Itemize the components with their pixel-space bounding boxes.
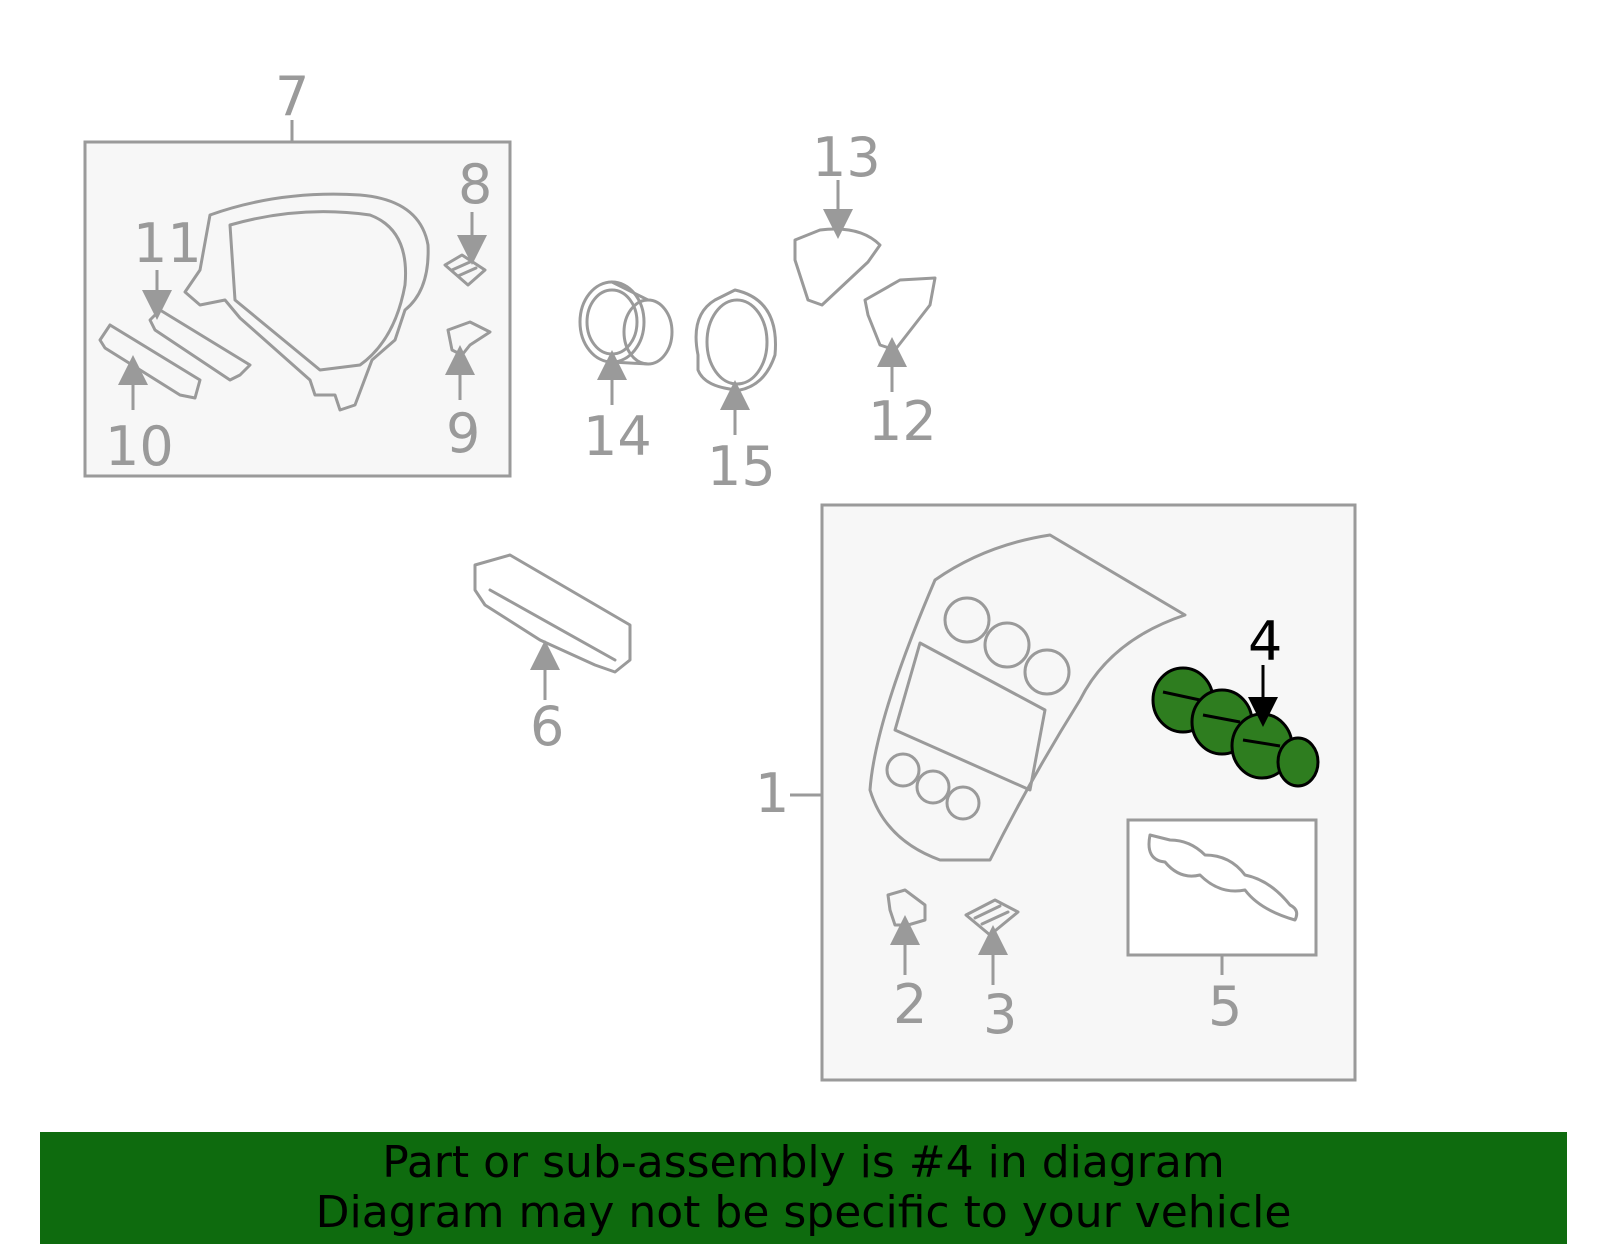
callout-2: 2	[893, 973, 927, 1036]
callout-6: 6	[530, 695, 564, 758]
part-info-banner: Part or sub-assembly is #4 in diagram Di…	[40, 1132, 1567, 1244]
part-10	[98, 323, 202, 400]
part-15	[694, 288, 777, 392]
part-12	[863, 276, 937, 352]
callout-15: 15	[707, 435, 776, 498]
banner-line-2: Diagram may not be specific to your vehi…	[315, 1187, 1292, 1238]
callout-11: 11	[133, 212, 202, 275]
part-5	[1147, 833, 1299, 922]
center-bezel-part	[868, 533, 1187, 862]
group-box-1	[820, 503, 1357, 1082]
part-14	[578, 280, 674, 366]
banner-line-1: Part or sub-assembly is #4 in diagram	[382, 1137, 1225, 1188]
callout-9: 9	[446, 402, 480, 465]
part-13	[793, 227, 882, 307]
part-4-highlighted	[1151, 666, 1320, 788]
callout-10: 10	[105, 415, 174, 478]
callout-13: 13	[812, 126, 881, 189]
callout-5: 5	[1208, 975, 1242, 1038]
cluster-hood-part	[183, 192, 430, 412]
callout-7: 7	[275, 65, 309, 128]
callout-3: 3	[983, 983, 1017, 1046]
part-6	[473, 553, 632, 674]
callout-8: 8	[458, 153, 492, 216]
callout-4: 4	[1248, 610, 1282, 673]
callout-1: 1	[755, 762, 789, 825]
callout-12: 12	[868, 390, 937, 453]
callout-14: 14	[583, 405, 652, 468]
